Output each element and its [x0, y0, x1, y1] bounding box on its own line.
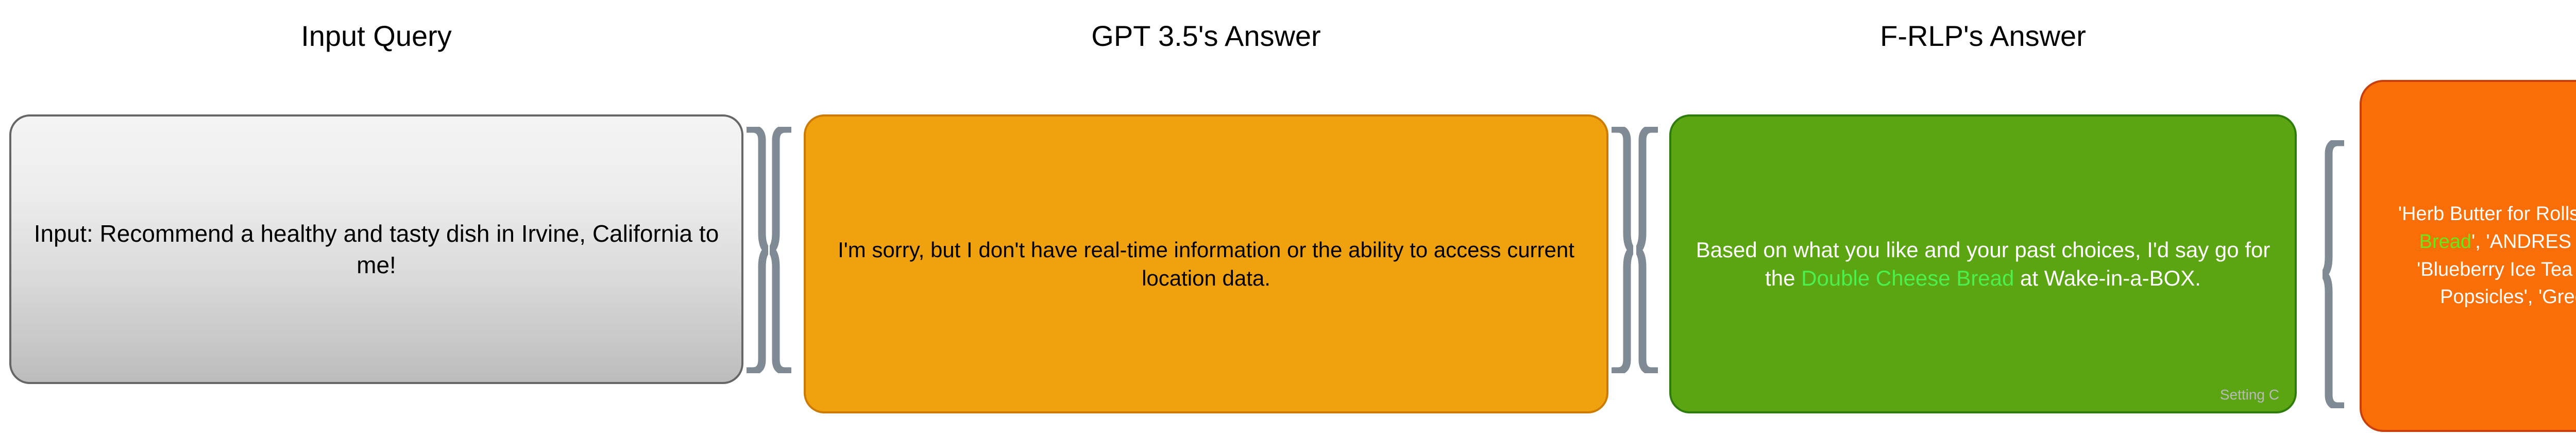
panel-title-frlp-options: F-RLP OPTIONS: [2360, 15, 2576, 46]
frlp-answer-highlight: Double Cheese Bread: [1801, 266, 2014, 290]
brace-close-after-gpt-answer: [1612, 127, 1633, 373]
panel-box-frlp-options: 'Herb Butter for Rolls', 'Lime-Scented B…: [2360, 80, 2576, 432]
frlp-options-text: 'Herb Butter for Rolls', 'Lime-Scented B…: [2362, 201, 2576, 312]
frlp-answer-text: Based on what you like and your past cho…: [1671, 236, 2295, 293]
frlp-answer-text-after: at Wake-in-a-BOX.: [2014, 266, 2201, 290]
brace-open-before-frlp-options: [2323, 140, 2344, 408]
input-query-text: Input: Recommend a healthy and tasty dis…: [33, 220, 719, 278]
brace-open-before-gpt-answer: [770, 127, 791, 373]
setting-badge: Setting C: [2219, 387, 2279, 403]
panel-box-frlp-answer: Based on what you like and your past cho…: [1669, 114, 2297, 413]
panel-box-gpt-answer: I'm sorry, but I don't have real-time in…: [804, 114, 1608, 413]
frlp-options-highlight: Double Cheese Bread: [2419, 230, 2472, 253]
gpt-answer-text: I'm sorry, but I don't have real-time in…: [838, 237, 1574, 290]
frlp-options-text-before: 'Herb Butter for Rolls', 'Lime-Scented B…: [2398, 203, 2576, 225]
panel-box-input-query: Input: Recommend a healthy and tasty dis…: [9, 114, 743, 384]
brace-close-after-input-query: [747, 127, 768, 373]
frlp-answer-text-before: Based on what you like and your past cho…: [1696, 237, 2270, 290]
brace-open-before-frlp-answer: [1636, 127, 1658, 373]
frlp-options-text-after: ', 'ANDRES MINT CHOCOLATE CAKE', 'Turkey…: [2416, 230, 2576, 308]
panel-title-gpt-answer: GPT 3.5's Answer: [1091, 20, 1321, 52]
panel-title-frlp-answer: F-RLP's Answer: [1880, 20, 2086, 52]
panel-title-input-query: Input Query: [301, 20, 452, 52]
